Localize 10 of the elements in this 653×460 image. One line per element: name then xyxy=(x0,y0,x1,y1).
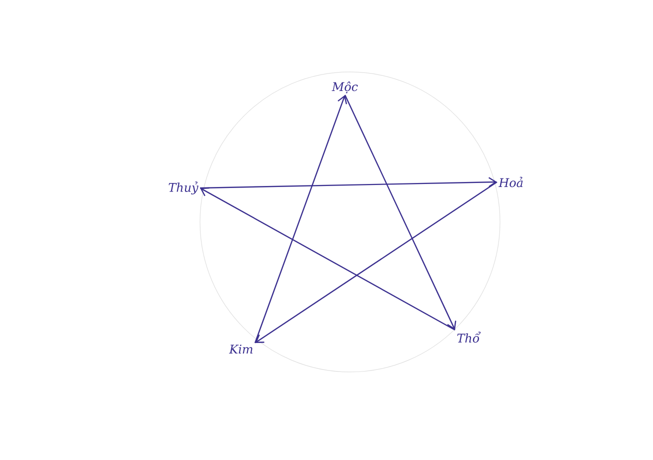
arrow xyxy=(200,177,497,189)
arrow xyxy=(200,187,456,330)
element-label: Kim xyxy=(229,344,252,354)
arrow xyxy=(255,181,498,343)
element-label: Thổ xyxy=(457,332,481,343)
element-label: Thuỷ xyxy=(168,182,198,194)
element-label: Mộc xyxy=(332,81,358,94)
arrow xyxy=(254,94,348,344)
arrow xyxy=(344,94,456,330)
element-label: Hoả xyxy=(498,176,523,188)
